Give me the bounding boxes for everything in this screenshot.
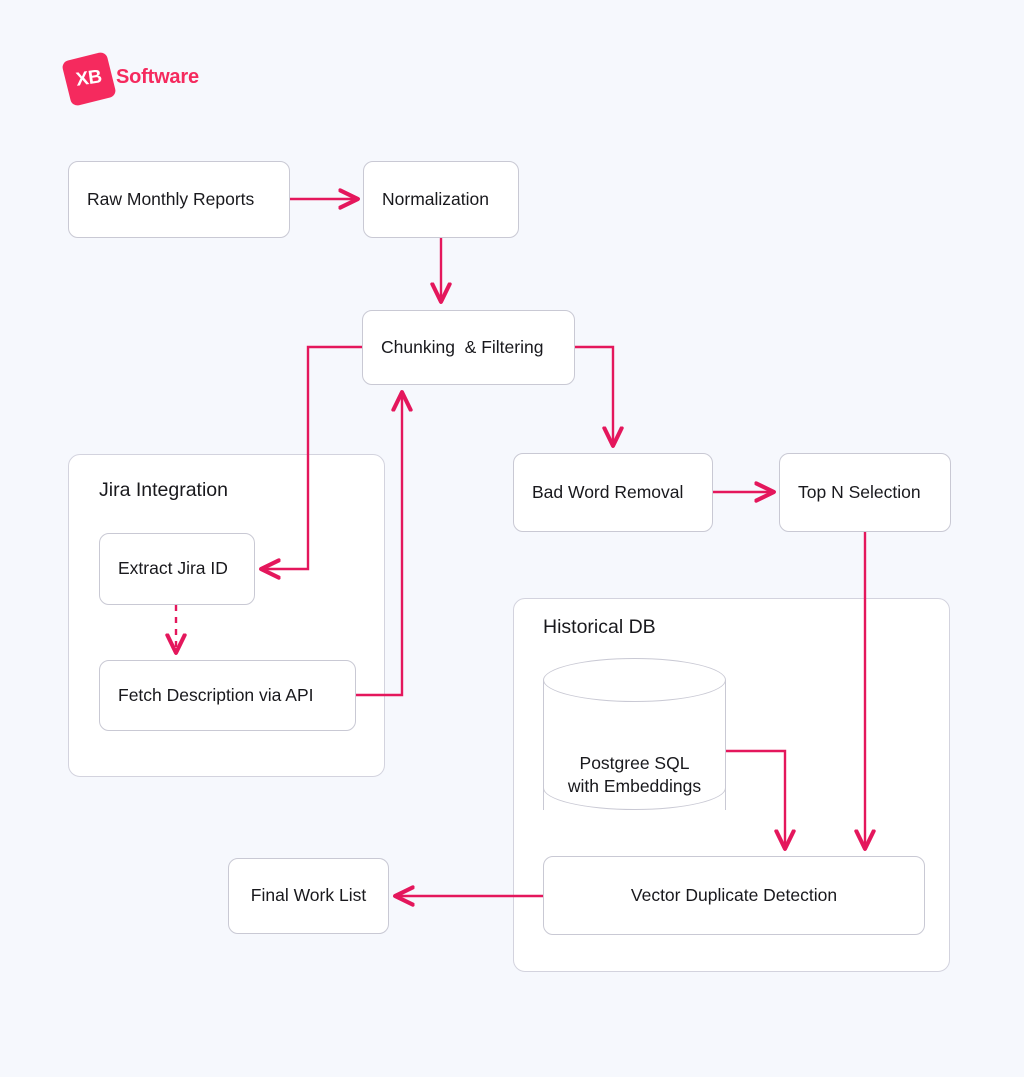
node-raw-monthly-reports[interactable]: Raw Monthly Reports <box>68 161 290 238</box>
node-label: Final Work List <box>250 885 367 906</box>
cylinder-top-icon <box>543 658 726 702</box>
node-extract-jira-id[interactable]: Extract Jira ID <box>99 533 255 605</box>
edge-chunking-to-badword <box>575 345 613 444</box>
node-label: Extract Jira ID <box>118 558 228 579</box>
node-top-n-selection[interactable]: Top N Selection <box>779 453 951 532</box>
node-label: Fetch Description via API <box>118 684 314 705</box>
node-vector-duplicate-detection[interactable]: Vector Duplicate Detection <box>543 856 925 935</box>
node-label: Vector Duplicate Detection <box>630 884 838 905</box>
node-label: Normalization <box>382 188 489 209</box>
xb-software-logo: XB Software <box>61 51 266 108</box>
group-title-jira-integration: Jira Integration <box>99 479 228 501</box>
node-label: Postgree SQL with Embeddings <box>567 753 702 797</box>
node-fetch-description-via-api[interactable]: Fetch Description via API <box>99 660 356 731</box>
group-title-historical-db: Historical DB <box>543 616 656 638</box>
node-chunking-and-filtering[interactable]: Chunking & Filtering <box>362 310 575 385</box>
node-label: Raw Monthly Reports <box>87 188 255 209</box>
node-final-work-list[interactable]: Final Work List <box>228 858 389 934</box>
node-label: Chunking & Filtering <box>381 336 544 357</box>
node-bad-word-removal[interactable]: Bad Word Removal <box>513 453 713 532</box>
logo-xb-text: XB <box>74 66 104 91</box>
node-label: Bad Word Removal <box>532 481 684 502</box>
node-normalization[interactable]: Normalization <box>363 161 519 238</box>
logo-wordmark: Software <box>116 66 199 88</box>
node-postgres-database-cylinder[interactable]: Postgree SQL with Embeddings <box>543 658 726 832</box>
node-label: Top N Selection <box>798 481 921 502</box>
